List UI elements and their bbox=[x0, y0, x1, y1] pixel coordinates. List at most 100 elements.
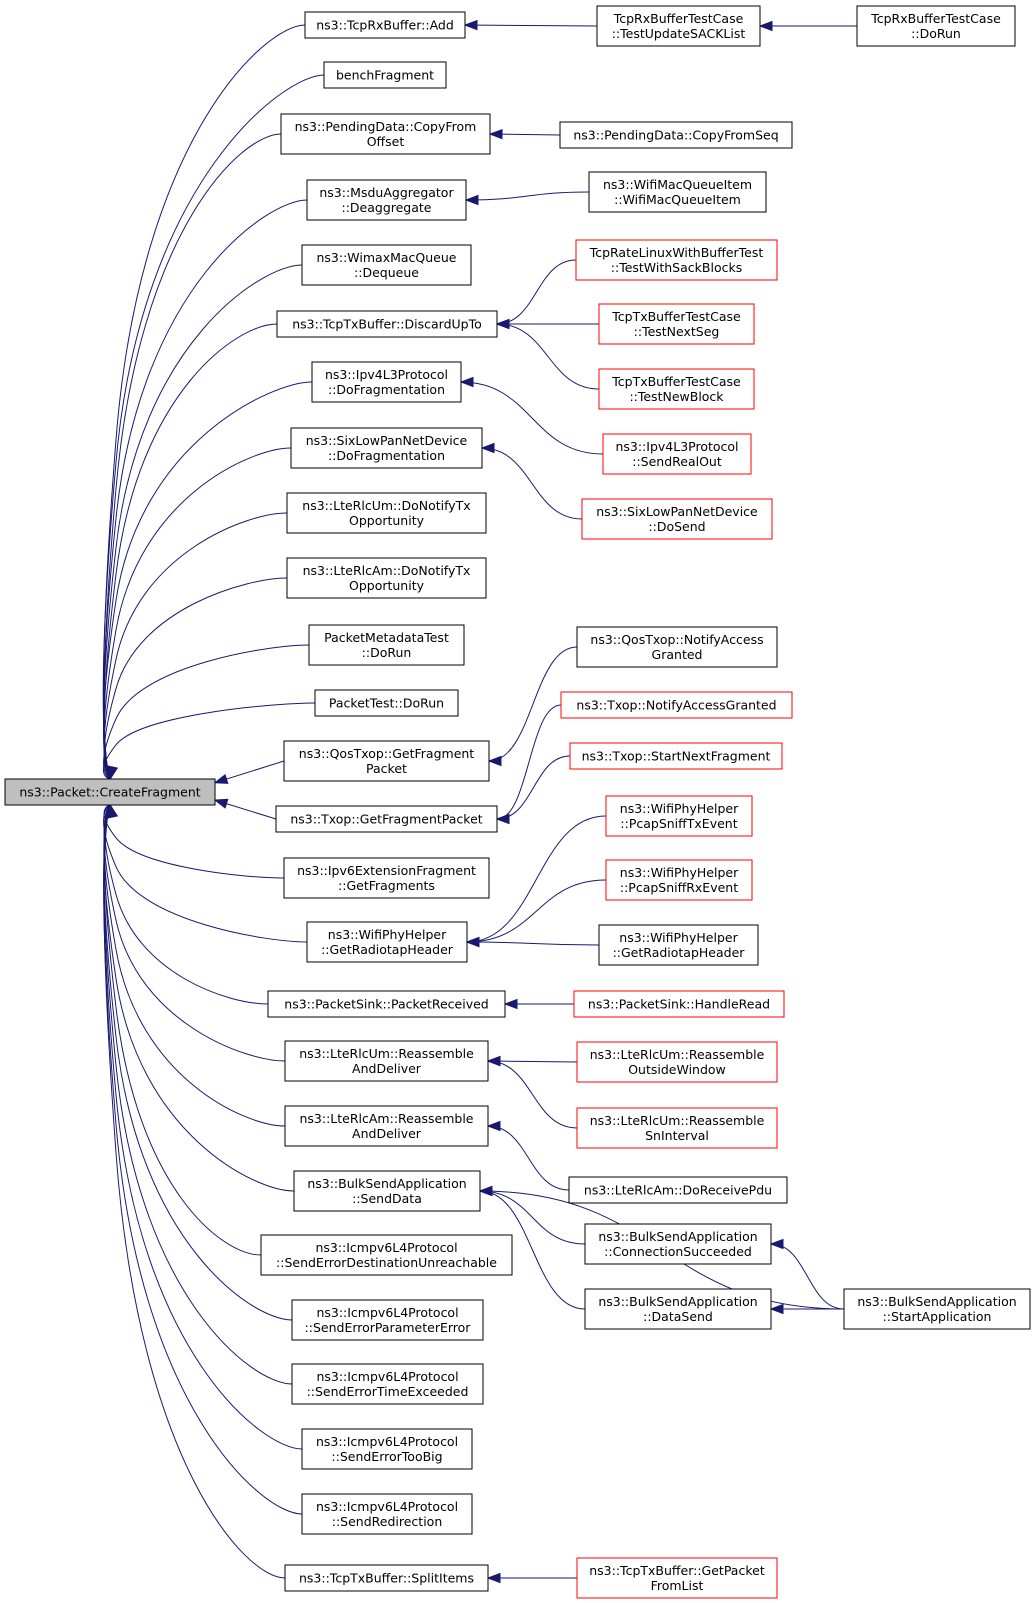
node-ns3-ipv4l3protocol-dofragmentation[interactable]: ns3::Ipv4L3Protocol::DoFragmentation bbox=[311, 361, 462, 403]
node-box bbox=[584, 1288, 772, 1330]
node-ns3-wifimacqueueitem-wifimacqueueitem[interactable]: ns3::WifiMacQueueItem::WifiMacQueueItem bbox=[588, 171, 767, 213]
node-ns3-txop-startnextfragment[interactable]: ns3::Txop::StartNextFragment bbox=[569, 742, 783, 770]
node-benchfragment[interactable]: benchFragment bbox=[323, 61, 447, 89]
node-ns3-bulksendapplication-senddata[interactable]: ns3::BulkSendApplication::SendData bbox=[293, 1170, 481, 1212]
edge-arrowhead bbox=[465, 936, 480, 948]
node-tcptxbuffertestcase-testnextseg[interactable]: TcpTxBufferTestCase::TestNextSeg bbox=[598, 303, 755, 345]
node-ns3-sixlowpannetdevice-dofragmentation[interactable]: ns3::SixLowPanNetDevice::DoFragmentation bbox=[290, 427, 483, 469]
node-ns3-wifiphyhelper-pcapsniffrxevent[interactable]: ns3::WifiPhyHelper::PcapSniffRxEvent bbox=[605, 859, 753, 901]
node-ns3-packet-createfragment[interactable]: ns3::Packet::CreateFragment bbox=[4, 778, 216, 806]
edge-line bbox=[103, 804, 286, 1579]
node-box bbox=[576, 626, 778, 668]
node-box bbox=[284, 1564, 489, 1592]
node-ns3-ipv6extensionfragment-getfragments[interactable]: ns3::Ipv6ExtensionFragment::GetFragments bbox=[283, 857, 490, 899]
node-ns3-wifiphyhelper-getradiotapheader[interactable]: ns3::WifiPhyHelper::GetRadiotapHeader bbox=[306, 921, 468, 963]
node-label: ::TestUpdateSACKList bbox=[612, 26, 746, 41]
node-label: AndDeliver bbox=[352, 1061, 422, 1076]
node-label: ::DoFragmentation bbox=[328, 448, 445, 463]
node-packettest-dorun[interactable]: PacketTest::DoRun bbox=[314, 689, 459, 717]
edge-arrowhead bbox=[107, 765, 118, 781]
node-ns3-tcptxbuffer-splititems[interactable]: ns3::TcpTxBuffer::SplitItems bbox=[284, 1564, 489, 1592]
node-ns3-tcptxbuffer-discardupto[interactable]: ns3::TcpTxBuffer::DiscardUpTo bbox=[276, 310, 498, 338]
node-label: ns3::PacketSink::PacketReceived bbox=[284, 997, 488, 1012]
node-tcprxbuffertestcase-testupdatesacklist[interactable]: TcpRxBufferTestCase::TestUpdateSACKList bbox=[596, 5, 761, 47]
node-ns3-wimaxmacqueue-dequeue[interactable]: ns3::WimaxMacQueue::Dequeue bbox=[301, 244, 472, 286]
node-label: ns3::WifiPhyHelper bbox=[619, 930, 738, 945]
edge-b15-to-a17 bbox=[503, 998, 574, 1010]
node-label: ::SendRealOut bbox=[632, 454, 722, 469]
node-box bbox=[283, 740, 490, 782]
edge-line bbox=[496, 259, 577, 325]
edge-line bbox=[481, 447, 583, 520]
edge-a13-to-root bbox=[213, 760, 285, 784]
node-ns3-bulksendapplication-startapplication[interactable]: ns3::BulkSendApplication::StartApplicati… bbox=[843, 1288, 1031, 1330]
node-ns3-bulksendapplication-datasend[interactable]: ns3::BulkSendApplication::DataSend bbox=[584, 1288, 772, 1330]
node-box bbox=[280, 113, 491, 155]
node-ns3-icmpv6l4protocol-sendredirection[interactable]: ns3::Icmpv6L4Protocol::SendRedirection bbox=[301, 1493, 473, 1535]
node-label: TcpTxBufferTestCase bbox=[611, 309, 741, 324]
node-ns3-qostxop-notifyaccessgranted[interactable]: ns3::QosTxop::NotifyAccessGranted bbox=[576, 626, 778, 668]
node-box bbox=[602, 433, 752, 475]
node-ns3-icmpv6l4protocol-senderrordestinationunreachable[interactable]: ns3::Icmpv6L4Protocol::SendErrorDestinat… bbox=[260, 1234, 513, 1276]
node-ns3-txop-getfragmentpacket[interactable]: ns3::Txop::GetFragmentPacket bbox=[275, 805, 498, 833]
edge-b10-to-a14 bbox=[495, 704, 562, 825]
node-ns3-lterlcam-doreceivepdu[interactable]: ns3::LteRlcAm::DoReceivePdu bbox=[568, 1176, 788, 1204]
edge-c2-to-b19 bbox=[769, 1238, 845, 1310]
edge-line bbox=[103, 577, 288, 780]
node-label: ::SendErrorDestinationUnreachable bbox=[276, 1255, 497, 1270]
node-label: ns3::Txop::StartNextFragment bbox=[582, 749, 771, 764]
node-ns3-icmpv6l4protocol-senderrorparametererror[interactable]: ns3::Icmpv6L4Protocol::SendErrorParamete… bbox=[291, 1299, 484, 1341]
edge-arrowhead bbox=[486, 1120, 501, 1132]
node-box bbox=[588, 171, 767, 213]
node-ns3-pendingdata-copyfromseq[interactable]: ns3::PendingData::CopyFromSeq bbox=[559, 121, 793, 149]
node-ns3-packetsink-handleread[interactable]: ns3::PacketSink::HandleRead bbox=[573, 990, 785, 1018]
node-label: ns3::Txop::GetFragmentPacket bbox=[290, 812, 482, 827]
node-tcptxbuffertestcase-testnewblock[interactable]: TcpTxBufferTestCase::TestNewBlock bbox=[598, 368, 755, 410]
edge-line bbox=[103, 323, 278, 780]
node-ns3-wifiphyhelper-getradiotapheader[interactable]: ns3::WifiPhyHelper::GetRadiotapHeader bbox=[598, 924, 759, 966]
node-ns3-packetsink-packetreceived[interactable]: ns3::PacketSink::PacketReceived bbox=[267, 990, 506, 1018]
node-box bbox=[598, 368, 755, 410]
edge-arrowhead bbox=[487, 755, 502, 767]
node-ns3-icmpv6l4protocol-senderrortimeexceeded[interactable]: ns3::Icmpv6L4Protocol::SendErrorTimeExce… bbox=[291, 1363, 484, 1405]
node-ns3-msduaggregator-deaggregate[interactable]: ns3::MsduAggregator::Deaggregate bbox=[306, 179, 467, 221]
node-ns3-ipv4l3protocol-sendrealout[interactable]: ns3::Ipv4L3Protocol::SendRealOut bbox=[602, 433, 752, 475]
node-label: ns3::LteRlcUm::Reassemble bbox=[590, 1113, 765, 1128]
node-box bbox=[576, 1041, 778, 1083]
edge-b2-to-a3 bbox=[488, 128, 561, 140]
node-tcpratelinuxwithbuffertest-testwithsackblocks[interactable]: TcpRateLinuxWithBufferTest::TestWithSack… bbox=[575, 239, 778, 281]
node-ns3-bulksendapplication-connectionsucceeded[interactable]: ns3::BulkSendApplication::ConnectionSucc… bbox=[584, 1223, 772, 1265]
node-label: ns3::BulkSendApplication bbox=[857, 1294, 1016, 1309]
node-packetmetadatatest-dorun[interactable]: PacketMetadataTest::DoRun bbox=[308, 624, 465, 666]
edge-arrowhead bbox=[488, 128, 503, 140]
edge-a12-to-root bbox=[102, 702, 316, 781]
node-label: ::ConnectionSucceeded bbox=[604, 1244, 752, 1259]
node-label: ::SendData bbox=[352, 1191, 422, 1206]
node-box bbox=[856, 5, 1016, 47]
edge-arrowhead bbox=[464, 194, 479, 206]
node-ns3-tcprxbuffer-add[interactable]: ns3::TcpRxBuffer::Add bbox=[304, 11, 466, 39]
node-tcprxbuffertestcase-dorun[interactable]: TcpRxBufferTestCase::DoRun bbox=[856, 5, 1016, 47]
node-label: ns3::TcpTxBuffer::SplitItems bbox=[299, 1571, 474, 1586]
edge-line bbox=[487, 1125, 570, 1191]
edge-a18-to-root bbox=[103, 803, 286, 1062]
node-ns3-txop-notifyaccessgranted[interactable]: ns3::Txop::NotifyAccessGranted bbox=[560, 691, 793, 719]
node-label: ns3::Ipv6ExtensionFragment bbox=[297, 863, 476, 878]
node-box bbox=[605, 795, 753, 837]
node-ns3-sixlowpannetdevice-dosend[interactable]: ns3::SixLowPanNetDevice::DoSend bbox=[581, 498, 773, 540]
node-box bbox=[311, 361, 462, 403]
node-label: ns3::Txop::NotifyAccessGranted bbox=[576, 698, 776, 713]
node-ns3-qostxop-getfragmentpacket[interactable]: ns3::QosTxop::GetFragmentPacket bbox=[283, 740, 490, 782]
node-box bbox=[293, 1170, 481, 1212]
node-ns3-wifiphyhelper-pcapsnifftxevent[interactable]: ns3::WifiPhyHelper::PcapSniffTxEvent bbox=[605, 795, 753, 837]
node-ns3-icmpv6l4protocol-senderrortoobig[interactable]: ns3::Icmpv6L4Protocol::SendErrorTooBig bbox=[301, 1428, 473, 1470]
